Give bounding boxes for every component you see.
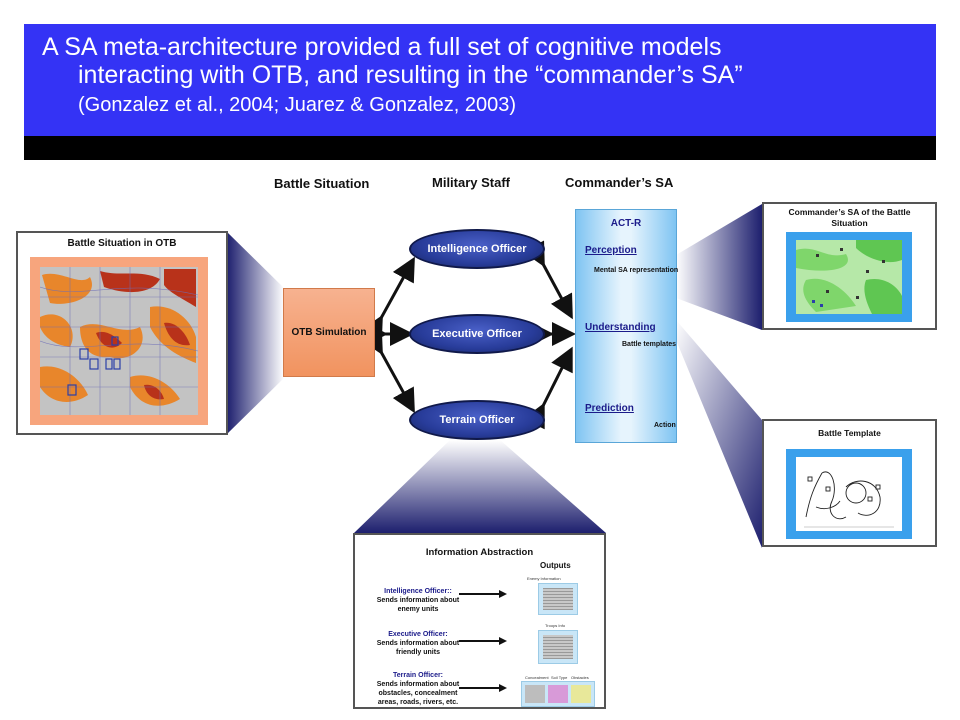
otb-simulation-box: OTB Simulation	[283, 288, 375, 377]
battle-template-sketch	[796, 457, 902, 531]
info-arrow-2	[459, 637, 507, 645]
actr-understanding: Understanding	[585, 322, 656, 333]
info-row-intelligence: Intelligence Officer:: Sends information…	[363, 587, 473, 614]
battle-template-frame	[786, 449, 912, 539]
actr-action: Action	[654, 422, 676, 429]
title-banner-underline	[24, 136, 936, 160]
concealment-thumb	[525, 685, 545, 703]
slide-title-line-2: interacting with OTB, and resulting in t…	[78, 61, 743, 89]
info-row-terrain: Terrain Officer: Sends information about…	[363, 671, 473, 707]
heading-battle-situation: Battle Situation	[274, 176, 370, 191]
info-row-executive-who: Executive Officer:	[388, 631, 448, 638]
actr-prediction: Prediction	[585, 403, 634, 414]
soil-type-thumb	[548, 685, 568, 703]
commanders-sa-map	[796, 240, 902, 314]
info-row-terrain-who: Terrain Officer:	[392, 672, 444, 679]
slide-title-line-1: A SA meta-architecture provided a full s…	[42, 33, 722, 61]
slide-citation: (Gonzalez et al., 2004; Juarez & Gonzale…	[78, 94, 517, 116]
intelligence-officer-node: Intelligence Officer	[409, 229, 545, 269]
funnel-info-abstraction	[354, 440, 606, 533]
executive-officer-node: Executive Officer	[409, 314, 545, 354]
otb-panel: Battle Situation in OTB	[16, 231, 228, 435]
otb-terrain-map	[40, 267, 198, 415]
funnel-commanders-sa	[676, 204, 762, 330]
info-output-enemy-thumb	[538, 583, 578, 615]
info-output-concealment-label: Concealment	[525, 675, 549, 680]
heading-commanders-sa: Commander’s SA	[565, 175, 674, 190]
battle-template-panel-title: Battle Template	[818, 428, 881, 438]
funnel-otb	[227, 232, 284, 434]
actr-mental-sa: Mental SA representation	[594, 267, 679, 274]
info-output-soil-label: Soil Type	[551, 675, 568, 680]
info-output-terrain-thumbs	[521, 681, 595, 707]
otb-panel-title: Battle Situation in OTB	[67, 238, 177, 249]
info-row-intelligence-desc2: enemy units	[397, 606, 439, 613]
info-output-troops-thumb	[538, 630, 578, 664]
info-row-executive-desc1: Sends information about	[376, 640, 460, 647]
otb-simulation-label: OTB Simulation	[291, 327, 367, 338]
commanders-sa-panel: Commander’s SA of the Battle Situation	[762, 202, 937, 330]
info-output-obstacles-label: Obstacles	[571, 675, 589, 680]
info-outputs-heading: Outputs	[540, 561, 571, 570]
actr-perception: Perception	[585, 245, 637, 256]
info-abstraction-panel: Information Abstraction Outputs Intellig…	[353, 533, 606, 709]
info-row-intelligence-desc1: Sends information about	[376, 597, 460, 604]
arrow-sim-terrain	[360, 328, 415, 414]
otb-map-frame	[30, 257, 208, 425]
commanders-sa-panel-title: Commander’s SA of the Battle Situation	[788, 207, 911, 228]
info-abstraction-title: Information Abstraction	[425, 547, 534, 558]
arrow-sim-intelligence	[360, 256, 415, 342]
info-arrow-1	[459, 590, 507, 598]
arrow-intelligence-actr	[522, 240, 573, 320]
info-row-terrain-desc2: obstacles, concealment	[378, 690, 458, 697]
title-banner	[24, 24, 936, 136]
commanders-sa-map-frame	[786, 232, 912, 322]
terrain-officer-node: Terrain Officer	[409, 400, 545, 440]
actr-box: ACT-R Perception Mental SA representatio…	[575, 209, 679, 443]
arrow-terrain-actr	[523, 346, 573, 430]
info-row-terrain-desc3: areas, roads, rivers, etc.	[377, 699, 459, 706]
battle-template-panel: Battle Template	[762, 419, 937, 547]
info-arrow-3	[459, 684, 507, 692]
actr-battle-templates: Battle templates	[622, 341, 677, 348]
info-row-executive: Executive Officer: Sends information abo…	[363, 630, 473, 657]
info-output-enemy-label: Enemy Information	[527, 576, 561, 581]
heading-military-staff: Military Staff	[432, 175, 511, 190]
info-row-intelligence-who: Intelligence Officer::	[384, 588, 452, 595]
info-row-terrain-desc1: Sends information about	[376, 681, 460, 688]
actr-title: ACT-R	[610, 218, 642, 229]
funnel-battle-template	[676, 320, 762, 548]
info-output-troops-label: Troops Info	[545, 623, 566, 628]
info-row-executive-desc2: friendly units	[396, 649, 440, 656]
obstacles-thumb	[571, 685, 591, 703]
